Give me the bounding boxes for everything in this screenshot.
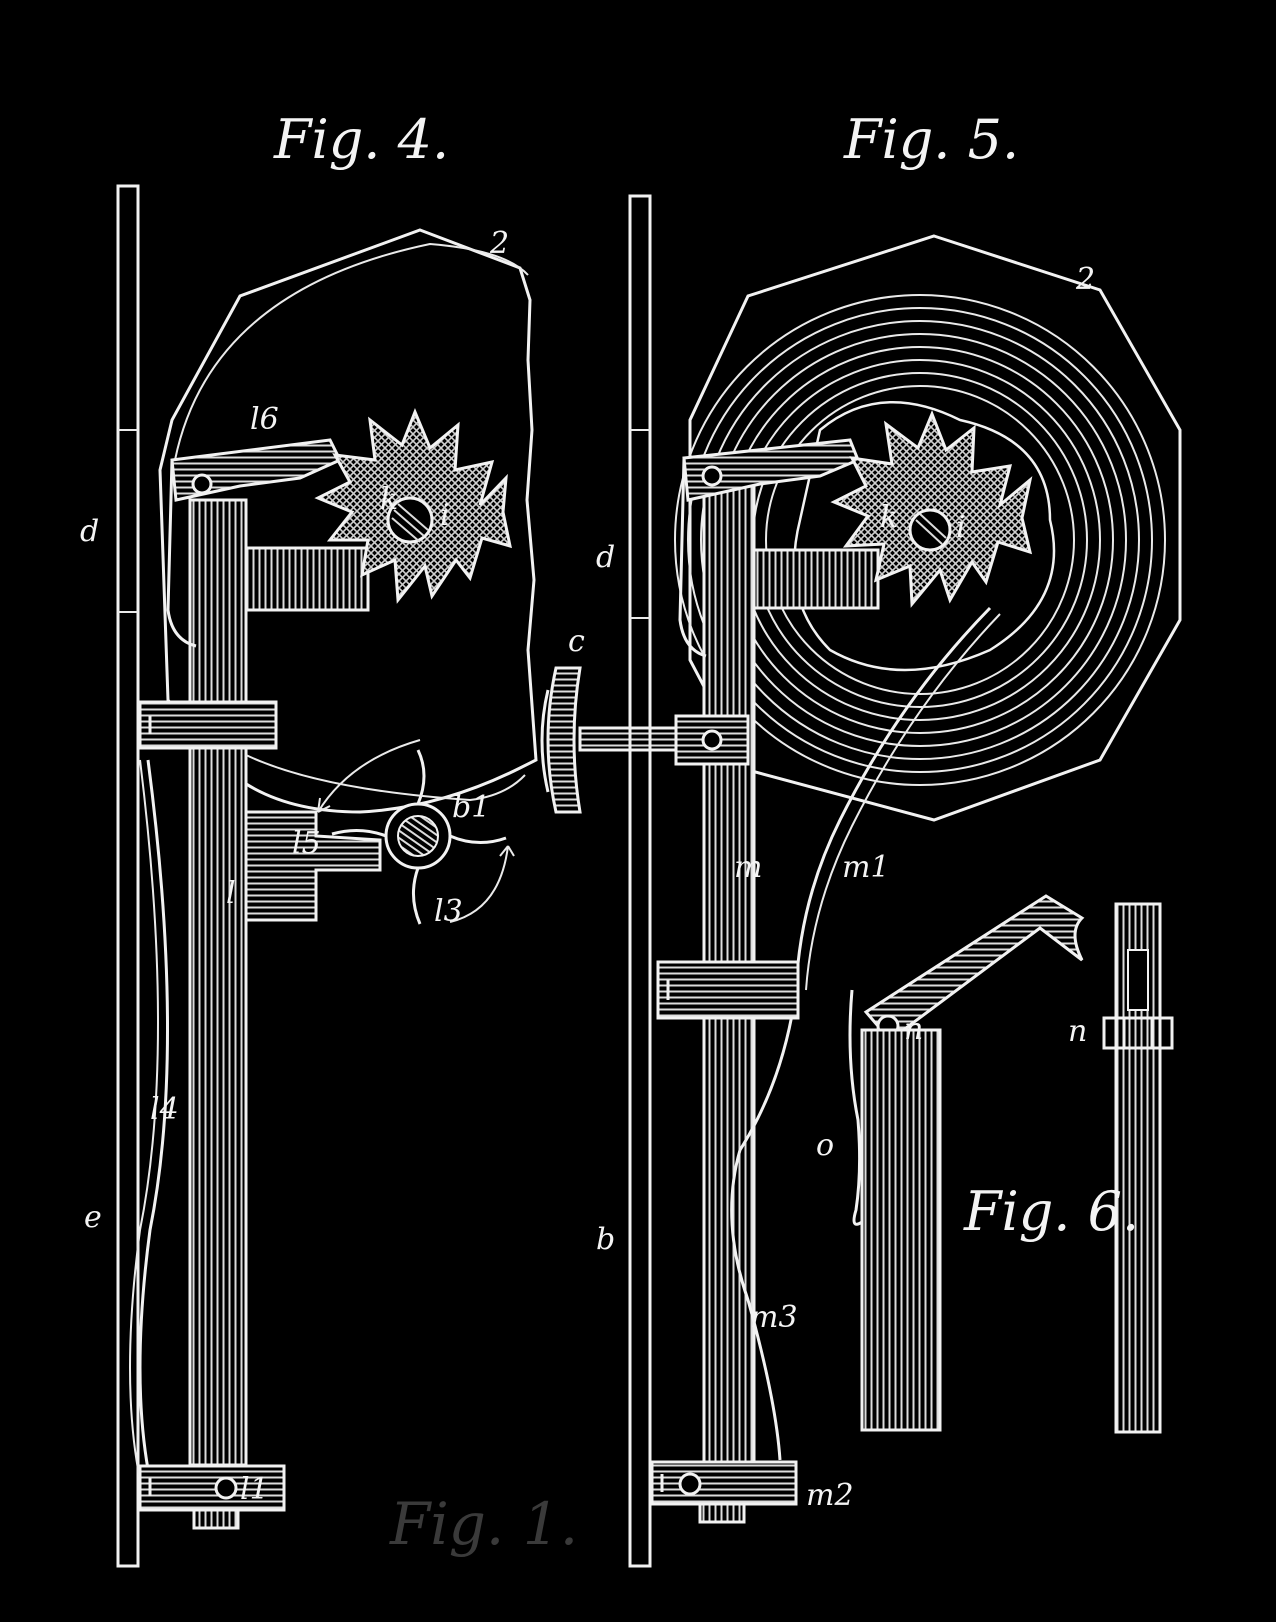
fig5-label-k: k	[880, 500, 899, 535]
fig1-ghost-title: Fig. 1.	[390, 1490, 579, 1558]
fig5-middle-clamp	[656, 960, 800, 1020]
fig6-drawing	[848, 894, 1174, 1434]
fig4-label-b1: b1	[452, 790, 491, 825]
fig5-label-m: m	[734, 850, 763, 885]
fig5-bottom-nut	[698, 1502, 746, 1524]
fig4-label-k: k	[380, 482, 399, 517]
fig4-lever-l	[188, 498, 248, 1467]
fig4-label-e: e	[84, 1200, 102, 1235]
fig5-casing	[688, 234, 1182, 822]
fig4-base-rail	[116, 184, 140, 1568]
fig5-label-m2: m2	[806, 1478, 854, 1513]
fig5-base-rail	[628, 194, 652, 1568]
fig5-label-m3: m3	[750, 1300, 798, 1335]
fig6-post	[860, 1028, 942, 1432]
fig5-title: Fig. 5.	[844, 108, 1020, 171]
fig4-axle-i	[386, 496, 434, 544]
fig6-label-o: o	[816, 1128, 835, 1163]
fig6-pawl	[863, 894, 1085, 1043]
fig4-label-i: i	[440, 498, 450, 533]
fig4-drawing	[116, 184, 582, 1568]
fig4-label-c: c	[568, 624, 585, 659]
fig4-upper-clamp	[138, 700, 278, 750]
fig4-pawl-l6	[170, 438, 343, 502]
fig4-label-l5: l5	[292, 826, 321, 861]
fig4-label-l1: l1	[240, 1472, 269, 1507]
fig5-drawing	[628, 194, 1182, 1568]
fig6-label-n-pin: n	[904, 1012, 924, 1047]
fig4-label-d: d	[80, 514, 100, 549]
fig4-knob-c	[546, 666, 582, 814]
fig4-label-l: l	[226, 876, 236, 911]
fig6-label-n-bar: n	[1068, 1014, 1088, 1049]
fig4-arm	[244, 546, 370, 612]
fig5-arm	[752, 548, 880, 610]
fig5-pawl	[682, 438, 860, 502]
fig5-axle-i	[908, 508, 952, 552]
fig4-arm-l5	[244, 810, 382, 922]
fig4-label-l6: l6	[250, 402, 279, 437]
fig5-bottom-clamp	[650, 1460, 798, 1506]
fig4-label-l4: l4	[150, 1092, 179, 1127]
fig6-pin-n	[1102, 1016, 1174, 1050]
fig5-label-b: b	[596, 1222, 616, 1257]
fig4-bottom-nut	[192, 1508, 240, 1530]
fig4-label-2: 2	[490, 226, 510, 261]
fig4-label-l3: l3	[434, 894, 463, 929]
fig5-label-2: 2	[1076, 262, 1096, 297]
fig5-label-i: i	[956, 510, 966, 545]
fig4-title: Fig. 4.	[274, 108, 450, 171]
fig5-label-d: d	[596, 540, 616, 575]
fig5-label-m1: m1	[842, 850, 890, 885]
fig6-title: Fig. 6.	[964, 1180, 1140, 1243]
